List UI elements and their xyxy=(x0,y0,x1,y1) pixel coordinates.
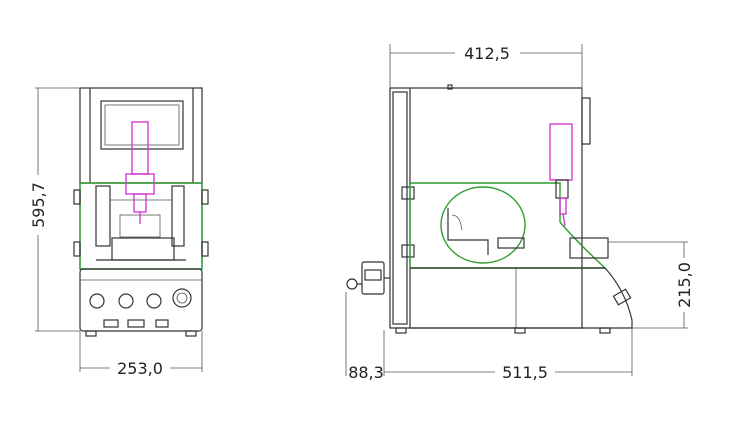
front-foot-left xyxy=(85,330,97,337)
front-emergency-stop-inner xyxy=(176,292,188,304)
side-fixture-block xyxy=(497,237,525,249)
front-port-1 xyxy=(103,319,119,328)
side-offset-dimension: 88,3 xyxy=(345,292,385,382)
front-knob-3 xyxy=(146,293,162,309)
side-top-knob xyxy=(447,84,453,90)
side-foot-rear xyxy=(599,327,611,334)
front-syringe-head xyxy=(125,173,155,195)
side-rear-bump xyxy=(581,97,591,145)
side-hinge-bottom xyxy=(401,244,415,258)
side-syringe-barrel xyxy=(549,123,573,181)
front-syringe-barrel xyxy=(131,121,149,175)
side-hinge-top xyxy=(401,186,415,200)
front-left-handle-top xyxy=(73,189,81,205)
front-upper-housing xyxy=(79,87,203,184)
side-top-width-dimension: 412,5 xyxy=(389,44,583,98)
front-left-handle-bottom xyxy=(73,241,81,257)
front-port-2 xyxy=(127,319,145,328)
side-foot-middle xyxy=(514,327,526,334)
side-base-width-dimension: 511,5 xyxy=(384,328,633,382)
side-table-height-dimension: 215,0 xyxy=(608,241,694,329)
front-right-handle-top xyxy=(201,189,209,205)
front-display-screen xyxy=(104,104,180,146)
front-control-box xyxy=(79,268,203,332)
side-lower-cabinet xyxy=(410,267,633,329)
side-table-height-label: 215,0 xyxy=(675,262,694,308)
front-emergency-stop xyxy=(172,288,192,308)
front-knob-1 xyxy=(89,293,105,309)
side-syringe-tip xyxy=(559,197,567,215)
side-air-inlet xyxy=(346,278,358,290)
front-height-dimension: 595,7 xyxy=(29,87,80,332)
side-fixture-bracket xyxy=(447,208,489,255)
side-top-width-label: 412,5 xyxy=(464,44,510,63)
front-port-3 xyxy=(155,319,169,328)
front-width-label: 253,0 xyxy=(117,359,163,378)
front-syringe-tip xyxy=(133,193,147,213)
side-fixture-curve xyxy=(451,214,463,231)
front-view xyxy=(73,87,209,337)
front-gantry-left xyxy=(95,185,111,247)
side-detail-circle xyxy=(440,186,526,264)
front-right-handle-bottom xyxy=(201,241,209,257)
side-view xyxy=(346,84,633,334)
side-table-extension xyxy=(569,237,609,259)
side-offset-label: 88,3 xyxy=(348,363,384,382)
side-panel-switch xyxy=(612,288,632,306)
side-needle xyxy=(562,213,566,227)
side-door-frame xyxy=(392,91,408,325)
front-height-label: 595,7 xyxy=(29,182,48,228)
front-display-panel xyxy=(100,100,184,150)
front-width-dimension: 253,0 xyxy=(79,331,203,378)
front-work-table xyxy=(111,237,175,261)
front-gantry-right xyxy=(171,185,185,247)
front-knob-2 xyxy=(118,293,134,309)
front-foot-right xyxy=(185,330,197,337)
side-regulator-gauge xyxy=(364,269,382,281)
side-foot-front xyxy=(395,327,407,334)
side-base-width-label: 511,5 xyxy=(502,363,548,382)
